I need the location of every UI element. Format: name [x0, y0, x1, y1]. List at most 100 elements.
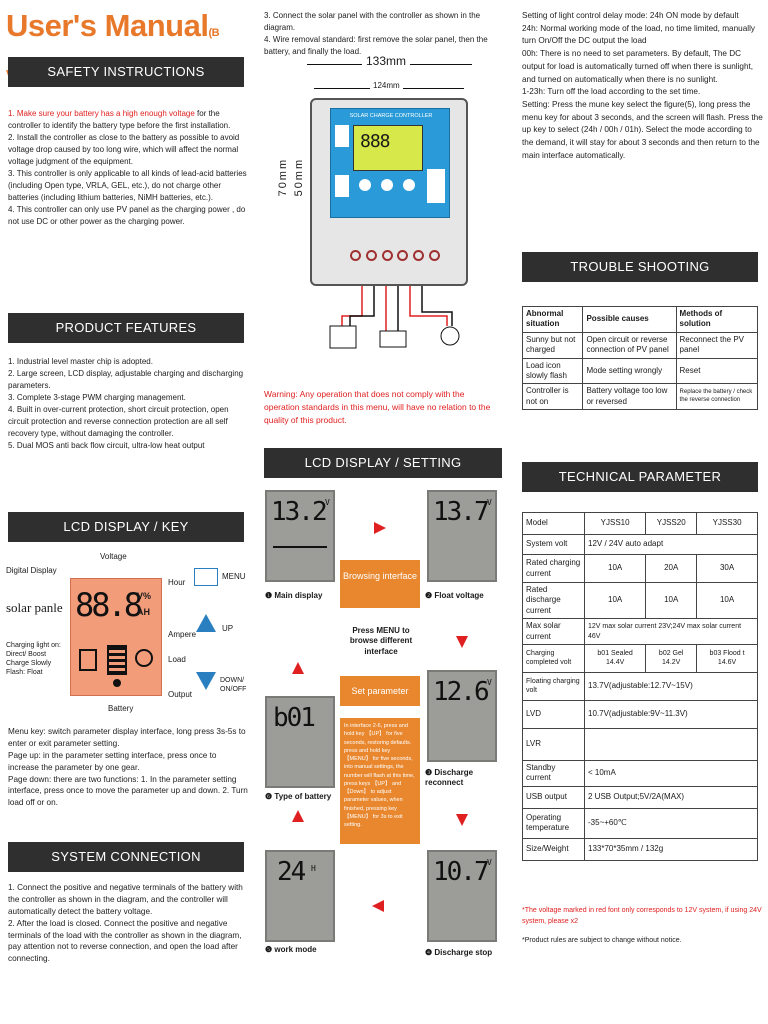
- table-cell: LVD: [522, 699, 585, 729]
- controller-body: SOLAR CHARGE CONTROLLER 888: [310, 98, 468, 286]
- screen-discharge-reconnect: 12.6 V: [427, 670, 497, 762]
- dim-133: 133mm: [362, 54, 411, 70]
- table-row: System volt 12V / 24V auto adapt: [522, 534, 758, 555]
- trouble-header-cell: Possible causes: [582, 306, 677, 333]
- browse-interface-box: Browsing interface: [340, 560, 420, 608]
- tech-note: *Product rules are subject to change wit…: [522, 937, 682, 944]
- screen-battery-type: b01: [265, 696, 335, 788]
- battery-icon: [107, 645, 127, 675]
- output-indicator: [113, 679, 121, 687]
- column-3: Setting of light control delay mode: 24h…: [518, 0, 768, 1024]
- wire-solar-neg: [349, 286, 375, 326]
- table-row: Standby current < 10mA: [522, 759, 758, 787]
- table-row: LVD 10.7V(adjustable:9V~11.3V): [522, 699, 758, 729]
- table-cell: Standby current: [522, 759, 585, 787]
- device-lcd-value: 888: [360, 131, 390, 152]
- table-cell: < 10mA: [584, 759, 758, 787]
- label-charging-light: Charging light on: Direct/ Boost Charge …: [6, 642, 61, 677]
- screen-main-value: 13.2: [271, 497, 328, 527]
- set-parameter-box: Set parameter: [340, 676, 420, 706]
- screen-float-unit: V: [487, 498, 492, 507]
- trouble-header-row: Abnormal situation Possible causes Metho…: [521, 306, 759, 333]
- table-cell: Reset: [675, 357, 759, 385]
- table-row: Controller is not on Battery voltage too…: [521, 383, 759, 411]
- lcd-key-screen: 88.8 V% AH: [70, 578, 162, 696]
- lcd-key-unit-ah: AH: [137, 607, 150, 617]
- table-cell: 2 USB Output;5V/2A(MAX): [584, 785, 758, 809]
- device-button-menu: [359, 179, 371, 191]
- screen-work-mode-value: 24: [277, 857, 306, 887]
- controller-faceplate: SOLAR CHARGE CONTROLLER 888: [330, 108, 450, 218]
- table-row: Max solar current 12V max solar current …: [522, 618, 758, 645]
- table-cell: 133*70*35mm / 132g: [584, 837, 758, 861]
- device-title: SOLAR CHARGE CONTROLLER: [349, 113, 433, 119]
- trouble-header-cell: Methods of solution: [675, 306, 759, 333]
- safety-heading: SAFETY INSTRUCTIONS: [8, 57, 244, 87]
- label-digital-display: Digital Display: [6, 566, 57, 575]
- screen-battery-type-value: b01: [273, 703, 316, 733]
- terminal-6: [428, 250, 440, 261]
- safety-text: 1. Make sure your battery has a high eno…: [8, 109, 247, 226]
- trouble-header-cell: Abnormal situation: [521, 306, 584, 333]
- terminal-4: [397, 250, 409, 261]
- system-heading: SYSTEM CONNECTION: [8, 842, 244, 872]
- table-cell: Replace the battery / check the reverse …: [675, 383, 759, 411]
- arrow-left-icon: [372, 900, 384, 912]
- label-menu: MENU: [222, 572, 246, 581]
- table-row: Operating temperature -35~+60℃: [522, 807, 758, 839]
- table-cell: 10A: [696, 581, 758, 620]
- screen-float-value: 13.7: [433, 497, 490, 527]
- table-cell: Size/Weight: [522, 837, 585, 861]
- table-cell: b03 Flood t 14.6V: [696, 643, 758, 673]
- label-type-of-battery: ❻ Type of battery: [265, 792, 332, 801]
- label-down: DOWN/ ON/OFF: [220, 677, 247, 694]
- terminal-3: [381, 250, 393, 261]
- terminal-1: [350, 250, 361, 261]
- screen-main-display: 13.2 V: [265, 490, 335, 582]
- down-key-icon: [196, 672, 216, 690]
- warning-text: Warning: Any operation that does not com…: [264, 389, 491, 425]
- device-icon-lock: [335, 175, 349, 197]
- label-ampere: Ampere: [168, 630, 197, 639]
- table-row: Rated discharge current 10A 10A 10A: [522, 581, 758, 620]
- solar-panel-symbol: [329, 325, 357, 349]
- trouble-table: Abnormal situation Possible causes Metho…: [521, 306, 759, 411]
- table-row: Load icon slowly flash Mode setting wron…: [521, 357, 759, 385]
- table-cell: 10A: [583, 554, 647, 583]
- trouble-heading: TROUBLE SHOOTING: [522, 252, 758, 282]
- table-cell: Max solar current: [522, 618, 585, 645]
- up-key-icon: [196, 614, 216, 632]
- table-cell: YJSS10: [583, 512, 647, 535]
- table-row: USB output 2 USB Output;5V/2A(MAX): [522, 785, 758, 809]
- set-parameter-note: In interface 2-6, press and hold key 【UP…: [340, 718, 420, 844]
- table-cell: YJSS20: [645, 512, 698, 535]
- table-cell: 20A: [645, 554, 698, 583]
- screen-stop-value: 10.7: [433, 857, 490, 887]
- label-solar-panel: solar panle: [6, 600, 63, 615]
- label-work-mode: ❺ work mode: [265, 945, 317, 954]
- lcdkey-heading: LCD DISPLAY / KEY: [8, 512, 244, 542]
- wire-load-neg: [421, 286, 453, 326]
- table-row: LVR: [522, 727, 758, 761]
- terminal-2: [365, 250, 377, 261]
- arrow-down-icon-2: [456, 814, 468, 826]
- table-cell: 10A: [583, 581, 647, 620]
- table-cell: Reconnect the PV panel: [675, 331, 759, 359]
- table-cell: Rated discharge current: [522, 581, 585, 620]
- tech-table: Model YJSS10 YJSS20 YJSS30 System volt 1…: [522, 512, 758, 861]
- device-button-down: [403, 179, 415, 191]
- table-cell: 12V / 24V auto adapt: [584, 534, 758, 555]
- tech-note-red: *The voltage marked in red font only cor…: [522, 907, 762, 925]
- table-row: Size/Weight 133*70*35mm / 132g: [522, 837, 758, 861]
- device-button-up: [381, 179, 393, 191]
- device-icon-sun: [335, 125, 349, 147]
- label-up: UP: [222, 624, 234, 633]
- lcd-setting-flow: 13.2 V ❶ Main display 13.7 V ❷ Float vol…: [262, 488, 512, 968]
- screen-main-icons: [273, 546, 327, 564]
- terminal-row: [350, 250, 440, 266]
- table-cell: -35~+60℃: [584, 807, 758, 839]
- lcd-key-unit-v: V%: [137, 591, 152, 601]
- column-1: User's Manual(B version) SAFETY INSTRUCT…: [0, 0, 258, 1024]
- label-battery: Battery: [108, 704, 134, 713]
- table-cell: 13.7V(adjustable:12.7V~15V): [584, 671, 758, 701]
